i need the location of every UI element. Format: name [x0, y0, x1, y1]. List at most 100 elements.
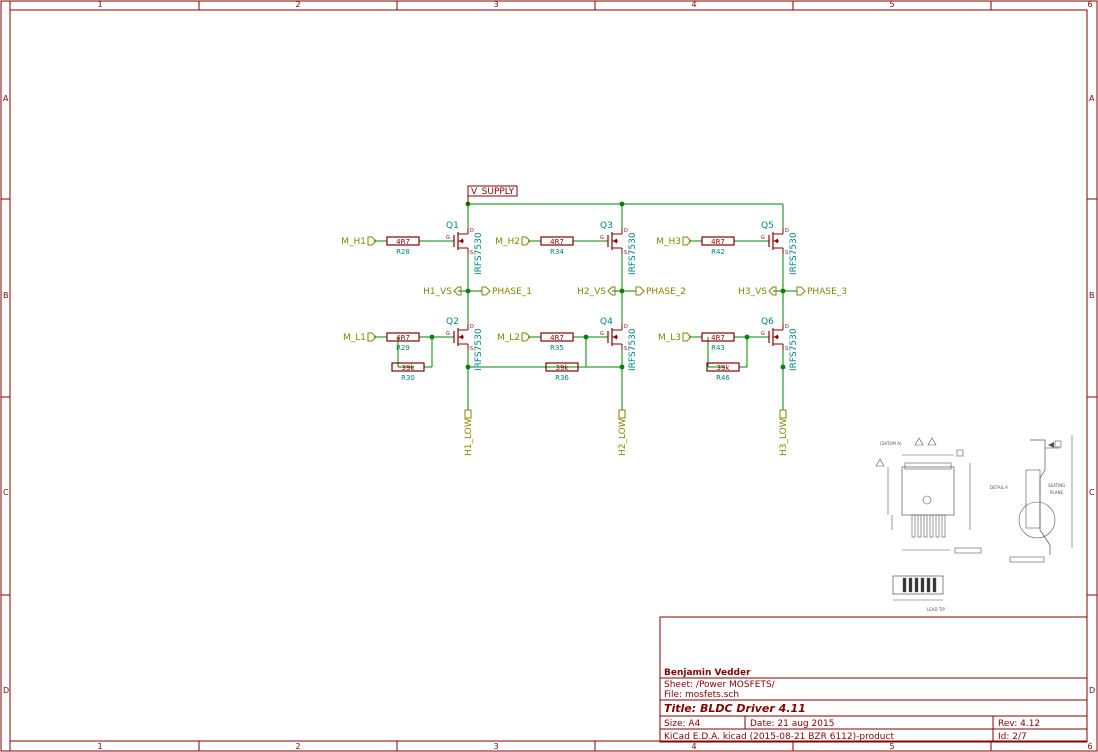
mosfet-pin-g: G: [600, 331, 604, 337]
resistor-value: 4R7: [711, 334, 725, 342]
frame-col-label-bottom: 2: [295, 742, 300, 751]
hier-label-shape: [682, 332, 692, 342]
tolerance-frame: [1009, 556, 1045, 563]
mosfet-pin-d: D: [785, 228, 789, 234]
datum-box: [1054, 440, 1062, 448]
resistor-body: [386, 236, 420, 246]
resistor-value: 39k: [556, 364, 570, 372]
sheet-id: Id: 2/7: [998, 732, 1027, 742]
mosfet-pin-g: G: [446, 235, 450, 241]
mosfet-pin-g: G: [761, 235, 765, 241]
frame-col-label-top: 1: [97, 0, 102, 9]
resistor-ref: R30: [401, 374, 415, 382]
datum-box: [956, 449, 964, 457]
bottom-view-lead: [932, 577, 937, 593]
hier-label-shape: [521, 236, 531, 246]
resistor-ref: R36: [555, 374, 569, 382]
mosfet-pin-g: G: [600, 235, 604, 241]
hier-input-label: M_L3: [658, 333, 681, 343]
mosfet-pin-g: G: [761, 331, 765, 337]
mosfet-pin-d: D: [470, 228, 474, 234]
frame-col-label-top: 4: [691, 0, 696, 9]
package-lead: [935, 514, 940, 538]
junction-dot: [780, 364, 786, 370]
mosfet-pin-s: S: [470, 250, 473, 256]
frame-col-label-bottom: 1: [97, 742, 102, 751]
phase-label: PHASE_1: [492, 287, 532, 297]
frame-col-label-top: 2: [295, 0, 300, 9]
sheet-date: Date: 21 aug 2015: [750, 719, 834, 729]
bottom-view-body: [892, 575, 944, 595]
hier-input-label: M_H3: [656, 237, 681, 247]
plane-note: PLANE: [1050, 490, 1063, 495]
mosfet-part: IRFS7530: [474, 328, 484, 371]
vs-label: H1_VS: [423, 287, 452, 297]
low-label-shape: [779, 409, 787, 419]
resistor-ref: R28: [396, 248, 410, 256]
tool-version: KiCad E.D.A. kicad (2015-08-21 BZR 6112)…: [664, 732, 894, 742]
frame-col-label-bottom: 6: [1087, 742, 1092, 751]
junction-dot: [619, 364, 625, 370]
side-body: [1025, 469, 1041, 529]
dim-arrow: [1048, 442, 1054, 448]
supply-text: V_SUPPLY: [471, 187, 515, 197]
lead-tip-note: LEAD TIP: [927, 607, 945, 612]
mosfet-pin-s: S: [785, 346, 788, 352]
bottom-view-lead: [902, 577, 907, 593]
resistor-ref: R34: [550, 248, 564, 256]
detail-note: DETAIL A: [990, 485, 1008, 490]
resistor-body: [701, 332, 735, 342]
package-lead: [917, 514, 922, 538]
resistor-body: [386, 332, 420, 342]
mosfet-pin-g: G: [446, 331, 450, 337]
hier-label-shape: [367, 236, 377, 246]
package-drawing: (DATUM A) DETAIL A SEATING PLANE LEAD TIP: [875, 435, 1073, 612]
package-lead: [941, 514, 946, 538]
resistor-body: [391, 362, 425, 372]
resistor-value: 4R7: [396, 334, 410, 342]
package-lead: [923, 514, 928, 538]
junction-dot: [465, 364, 471, 370]
title-block: Benjamin Vedder Sheet: /Power MOSFETS/ F…: [659, 616, 1088, 743]
mosfet-pin-d: D: [624, 324, 628, 330]
resistor-value: 4R7: [550, 334, 564, 342]
mosfet-arrow: [459, 238, 463, 244]
mosfet-ref: Q4: [600, 317, 613, 327]
low-label: H2_LOW: [618, 418, 628, 456]
frame-col-label-bottom: 4: [691, 742, 696, 751]
resistor-value: 39k: [402, 364, 416, 372]
mosfet-arrow: [459, 334, 463, 340]
hier-input-label: M_L1: [343, 333, 366, 343]
package-lead: [911, 514, 916, 538]
mosfet-part: IRFS7530: [789, 232, 799, 275]
frame-row-label-left: B: [3, 291, 9, 300]
low-label: H1_LOW: [464, 418, 474, 456]
frame-row-label-right: A: [1089, 94, 1095, 103]
mosfet-ref: Q5: [761, 221, 774, 231]
frame-col-label-top: 3: [493, 0, 498, 9]
resistor-ref: R29: [396, 344, 410, 352]
datum-note: (DATUM A): [880, 441, 902, 446]
power-supply-label: V_SUPPLY: [467, 185, 518, 204]
resistor-body: [540, 332, 574, 342]
frame-col-label-top: 5: [889, 0, 894, 9]
mosfet-pin-s: S: [785, 250, 788, 256]
hier-input-label: M_H2: [495, 237, 520, 247]
phase-label-shape: [635, 286, 645, 296]
resistor-ref: R42: [711, 248, 725, 256]
frame-row-label-right: B: [1089, 291, 1095, 300]
seating-note: SEATING: [1048, 483, 1065, 488]
resistor-ref: R46: [716, 374, 730, 382]
phase-label: PHASE_3: [807, 287, 847, 297]
bottom-view-lead: [908, 577, 913, 593]
vs-label-shape: [453, 286, 462, 296]
sheet-path: Sheet: /Power MOSFETS/: [664, 680, 776, 690]
mosfet-pin-d: D: [624, 228, 628, 234]
mosfet-part: IRFS7530: [628, 232, 638, 275]
datum-triangle: [927, 437, 937, 446]
frame-inner: [9, 9, 1088, 742]
